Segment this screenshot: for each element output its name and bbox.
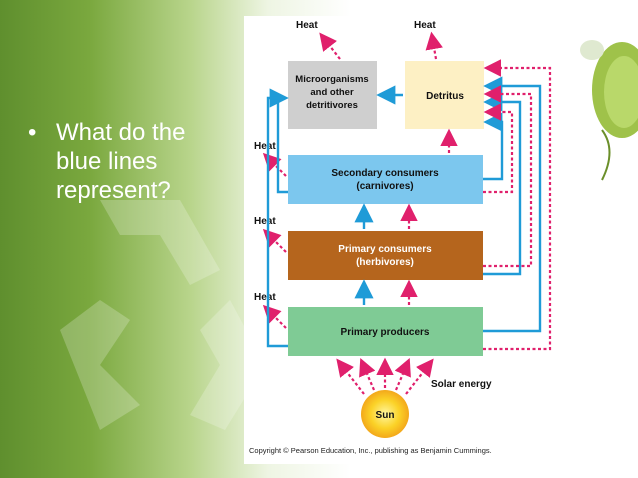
heat-label-top-right: Heat xyxy=(414,20,436,31)
primary-consumers-label-2: (herbivores) xyxy=(356,257,414,268)
microorganisms-label-1: Microorganisms xyxy=(295,74,368,85)
heat-arrow-detritus xyxy=(425,31,443,60)
sun-ray-1 xyxy=(336,358,365,395)
secondary-consumers-label-2: (carnivores) xyxy=(356,181,413,192)
heat-arrow-microorganisms xyxy=(319,32,341,60)
heat-label-primary-producers: Heat xyxy=(254,292,276,303)
sun-ray-5 xyxy=(405,358,434,395)
pink-arrow-right-loop-producers xyxy=(483,59,552,351)
detritus-box xyxy=(405,61,484,129)
blue-arrow-right-loop-secondary xyxy=(483,112,504,181)
secondary-consumers-label-1: Secondary consumers xyxy=(331,168,439,179)
heat-arrow-secondary xyxy=(262,152,287,177)
sun-label: Sun xyxy=(376,410,395,421)
microorganisms-box xyxy=(288,61,377,129)
recycle-watermark-icon xyxy=(60,200,265,430)
primary-producers-box xyxy=(288,307,483,356)
primary-consumers-label-1: Primary consumers xyxy=(338,244,432,255)
blue-arrow-left-loop-producers xyxy=(266,96,288,348)
microorganisms-label-2: and other xyxy=(310,87,354,98)
blue-arrow-right-loop-producers xyxy=(483,76,542,333)
microorganisms-label-3: detritivores xyxy=(306,100,358,111)
energy-flow-diagram: Microorganisms and other detritivores De… xyxy=(254,20,552,438)
sun-ray-2 xyxy=(359,357,376,391)
primary-consumers-box xyxy=(288,231,483,280)
heat-label-secondary: Heat xyxy=(254,141,276,152)
energy-flow-figure: Microorganisms and other detritivores De… xyxy=(244,16,558,464)
leaf-decoration-icon xyxy=(580,40,638,181)
blue-arrow-right-loop-primary-consumers xyxy=(483,92,522,276)
heat-label-top-left: Heat xyxy=(296,20,318,31)
detritus-label: Detritus xyxy=(426,91,464,102)
secondary-consumers-box xyxy=(288,155,483,204)
pink-arrow-right-loop-primary-consumers xyxy=(483,85,533,268)
bullet-question-text: What do the blue lines represent? xyxy=(56,119,186,204)
sun-icon xyxy=(361,390,409,438)
heat-arrow-primary-producers xyxy=(262,304,287,329)
bullet-dot: • xyxy=(28,119,37,146)
heat-arrow-primary-consumers xyxy=(262,228,287,253)
copyright-notice: Copyright © Pearson Education, Inc., pub… xyxy=(249,446,492,455)
sun-ray-4 xyxy=(394,357,411,391)
solar-energy-label: Solar energy xyxy=(431,379,492,390)
primary-producers-label: Primary producers xyxy=(341,327,430,338)
blue-arrow-left-loop-secondary xyxy=(269,88,289,194)
pink-arrow-right-loop-secondary xyxy=(483,103,514,194)
heat-label-primary-consumers: Heat xyxy=(254,216,276,227)
